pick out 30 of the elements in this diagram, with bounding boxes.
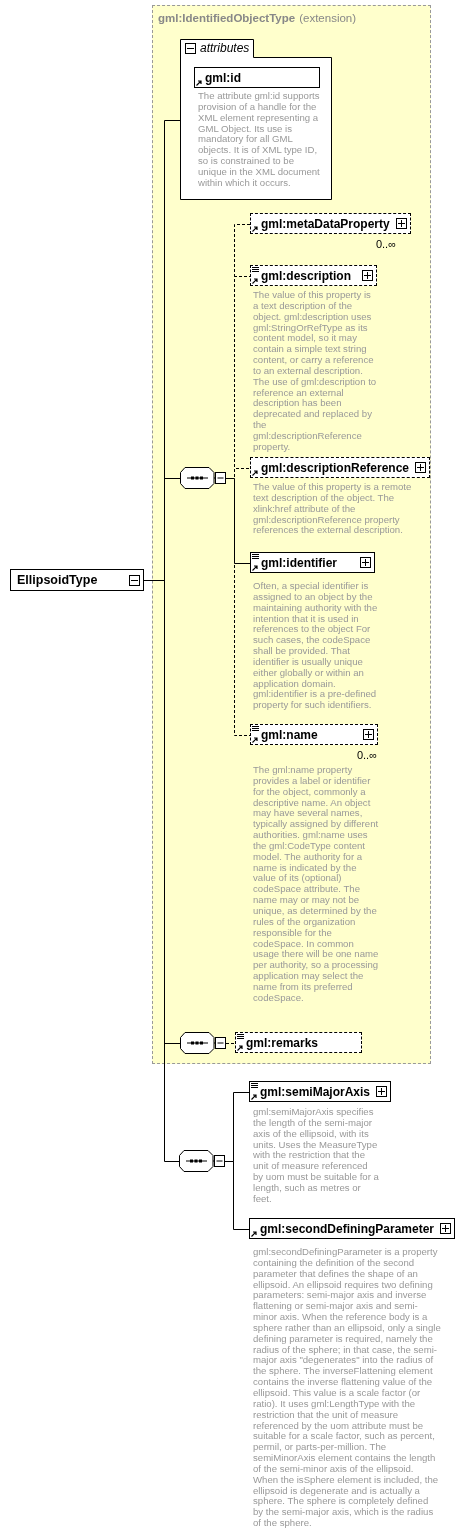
description-text: The attribute gml:id supports provision of a handle for the XML element representing a GML Object. Its use is mandatory for all GML objects. It is of XML type ID, so is constrained to be unique in the XML document within which it occurs.: [198, 91, 321, 189]
element-box: gml:metaDataProperty: [250, 213, 411, 234]
group-title: attributes: [200, 41, 250, 55]
element-box: gml:description: [250, 265, 377, 286]
description-text: Often, a special identifier is assigned to an object by the maintaining authority with the intention that it is used in references to the object For such cases, the codeSpace shall be provided. That identifier is usually unique either globally or within an application domain. gml:identifier is a pre-defined property for such identifiers.: [253, 581, 379, 712]
connector-line: [225, 478, 251, 736]
type-name: gml:IdentifiedObjectType: [158, 12, 296, 24]
sequence-compositor: [179, 1150, 225, 1172]
connector-line: [224, 1161, 250, 1230]
element-box: gml:identifier: [250, 552, 375, 573]
element-box: gml:id: [194, 67, 320, 88]
element-box: gml:descriptionReference: [250, 457, 431, 478]
element-box: gml:secondDefiningParameter: [249, 1218, 456, 1239]
description-text: gml:secondDefiningParameter is a property containing the definition of the second parameter that defines the shape of an ellipsoid. An ellipsoid requires two defining parameters: semi-major axis and inverse flattening or semi-major axis and semi-minor axis. When the reference body is a sphere rather than an ellipsoid, only a single defining parameter is required, namely the radius of the sphere; in that case, the semi-major axis "degenerates" into the radius of the sphere. The inverseFlattening element contains the inverse flattening value of the ellipsoid. This value is a scale factor (or ratio). It uses gml:LengthType with the restriction that the unit of measure referenced by the uom attribute must be suitable for a scale factor, such as percent, permil, or parts-per-million. The semiMinorAxis element contains the length of the semi-minor axis of the ellipsoid. When the isSphere element is included, the ellipsoid is degenerate and is actually a sphere. The sphere is completely defined by the semi-major axis, which is the radius of the sphere.: [253, 1247, 441, 1529]
attributes-group: [180, 39, 332, 200]
description-text: The value of this property is a remote text description of the object. The xlink:href attribute of the gml:descriptionReference property references the external description.: [253, 482, 413, 537]
occurrence-label: 0..∞: [374, 238, 396, 250]
sequence-compositor: [180, 467, 226, 489]
description-text: The gml:name property provides a label or identifier for the object, commonly a descriptive name. An object may have several names, typically assigned by different authorities. gml:name uses the gml:CodeType content model. The authority for a name is indicated by the value of its (optional) codeSpace attribute. The name may or may not be unique, as determined by the rules of the organization responsible for the codeSpace. In common usage there will be one name per authority, so a processing application may select the name from its preferred codeSpace.: [253, 765, 379, 1004]
element-box: gml:remarks: [235, 1032, 362, 1053]
extension-band: [152, 5, 431, 1064]
sequence-compositor: [180, 1032, 226, 1054]
description-text: The value of this property is a text description of the object. gml:description uses gml:StringOrRefType as its content model, so it may contain a simple text string content, or carry a reference to an external description. The use of gml:description to reference an external description has been deprecated and replaced by the gml:descriptionReference property.: [253, 290, 377, 453]
element-box: gml:name: [250, 724, 378, 745]
connector-line: [225, 1043, 236, 1044]
element-box: EllipsoidType: [10, 569, 144, 591]
element-box: gml:semiMajorAxis: [249, 1081, 392, 1102]
occurrence-label: 0..∞: [355, 749, 377, 761]
derivation-label: (extension): [299, 12, 357, 24]
description-text: gml:semiMajorAxis specifies the length of the semi-major axis of the ellipsoid, with its units. Uses the MeasureType with the restriction that the unit of measure referenced by uom must be suitable for a length, such as metres or feet.: [253, 1107, 379, 1205]
